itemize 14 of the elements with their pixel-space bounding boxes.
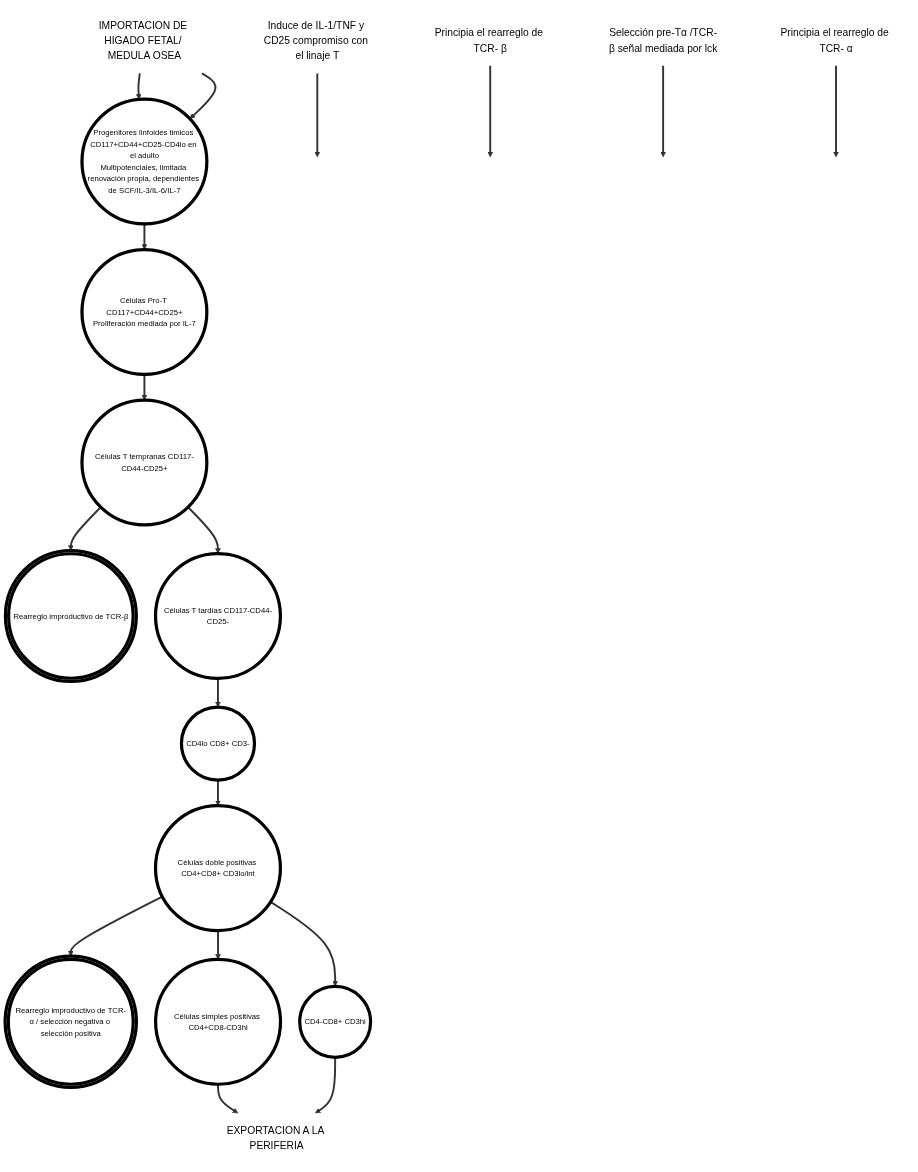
node-text: Principia el rearreglo de TCR- β: [434, 27, 543, 55]
node-text: EXPORTACION A LA PERIFERIA: [226, 1125, 324, 1152]
node-text: Selección pre-Tα /TCR-β señal mediada por lck: [608, 27, 718, 55]
arrow: [68, 506, 102, 552]
node-text: Induce de IL-1/TNF y CD25 compromiso con el linaje T: [263, 20, 368, 62]
node-text: Principia el rearreglo de TCR- α: [780, 27, 889, 55]
arrow: [833, 65, 839, 158]
arrow: [314, 72, 321, 158]
arrow: [660, 65, 666, 158]
node-text: IMPORTACION DE HIGADO FETAL/ MEDULA OSEA: [98, 20, 188, 62]
arrow: [189, 72, 217, 120]
arrow: [135, 72, 142, 100]
arrow: [487, 65, 494, 158]
arrow: [187, 506, 221, 555]
